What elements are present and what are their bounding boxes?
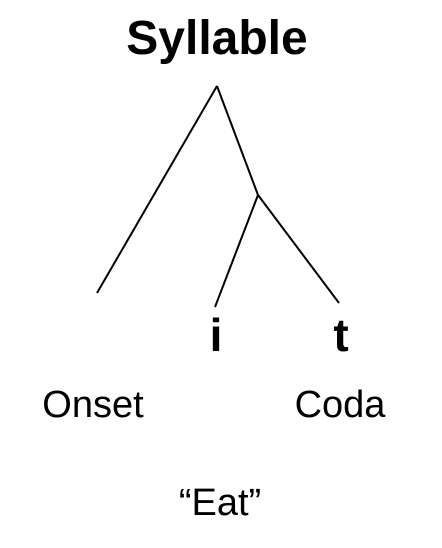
rhyme-branch	[216, 85, 259, 196]
word-gloss: “Eat”	[178, 482, 262, 524]
onset-branch	[96, 85, 218, 294]
nucleus-branch	[214, 194, 259, 308]
onset-label: Onset	[42, 384, 144, 426]
diagram-title: Syllable	[126, 12, 308, 65]
coda-label: Coda	[294, 384, 386, 426]
coda-branch	[257, 194, 340, 304]
coda-segment: t	[333, 309, 349, 361]
nucleus-segment: i	[209, 309, 223, 361]
